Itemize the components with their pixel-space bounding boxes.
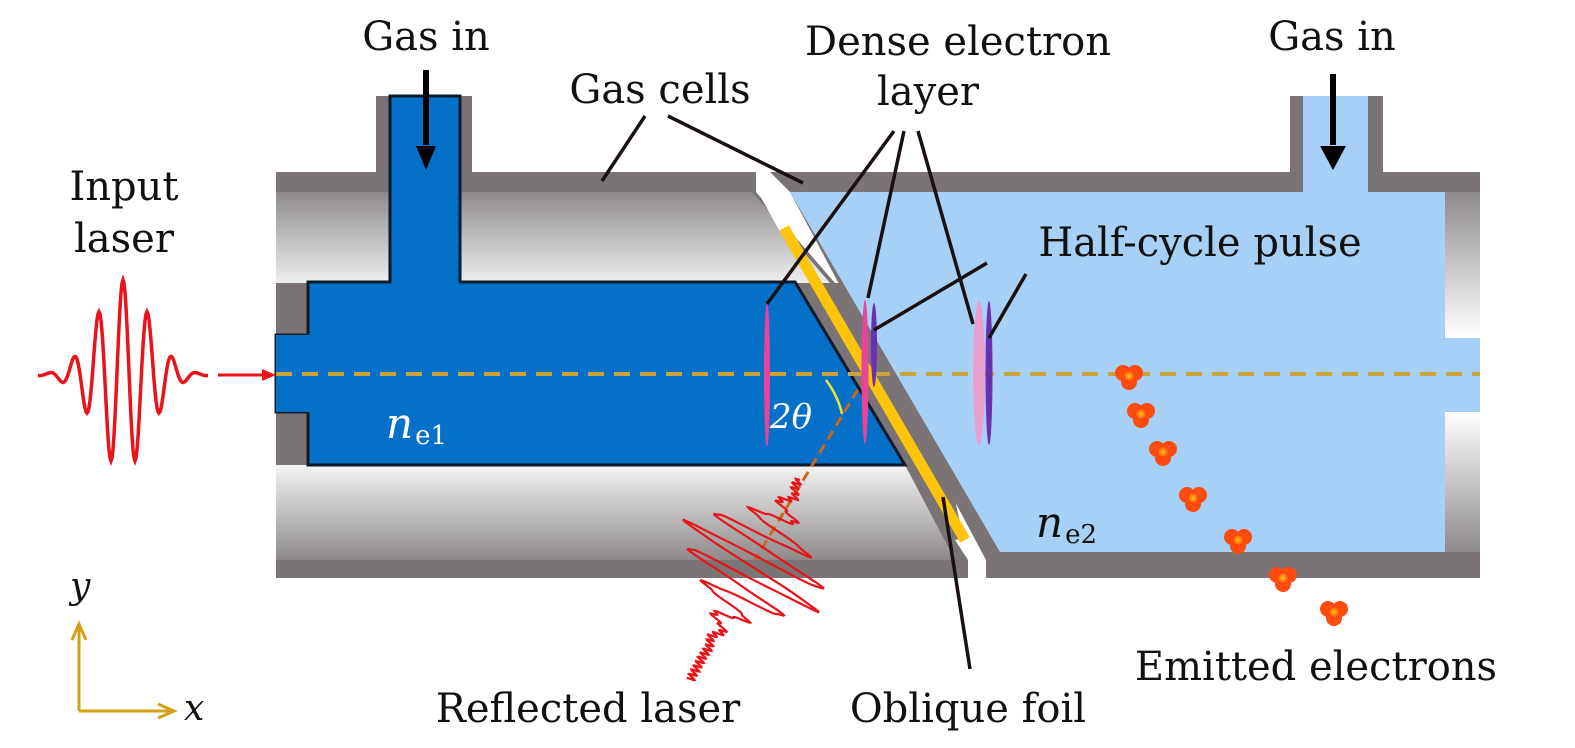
gas-in-arrow-left-head <box>416 146 436 170</box>
gas-in-arrow-right-head <box>1320 146 1346 170</box>
label-dense-electron-layer-line1: Dense electron <box>805 19 1111 65</box>
symbol-ne1-sub: e1 <box>415 421 447 451</box>
label-gas-in-right: Gas in <box>1268 14 1396 60</box>
gas-in-arrow-left <box>416 70 436 170</box>
electron-core <box>1277 572 1289 584</box>
leader-gas-cells-1 <box>600 115 647 182</box>
coordinate-axes <box>70 620 178 720</box>
leader-gas-cells-2 <box>667 114 804 185</box>
leader-lines <box>600 114 1028 670</box>
right-wall-lower <box>1445 412 1480 552</box>
emitted-electrons <box>1115 365 1348 626</box>
leader-half-cycle-1 <box>873 261 988 332</box>
electron-core <box>1157 446 1169 458</box>
x-axis-arrowhead <box>157 702 178 720</box>
gas-in-arrow-right <box>1320 74 1346 170</box>
symbol-density-ne2: ne2 <box>1036 498 1097 550</box>
label-emitted-electrons: Emitted electrons <box>1135 644 1497 690</box>
symbol-angle-2theta: 2θ <box>769 397 812 437</box>
label-dense-electron-layer-line2: layer <box>877 69 980 115</box>
plasma-region-ne2 <box>790 96 1445 552</box>
electron-core <box>1135 408 1147 420</box>
label-input-laser-line2: laser <box>74 216 175 262</box>
label-input-laser-line1: Input <box>69 164 178 210</box>
gas-cell-right <box>770 96 1480 578</box>
reflection-angle-arc <box>824 379 844 415</box>
leader-dense-layer-1 <box>765 129 896 306</box>
symbol-density-ne1: ne1 <box>386 399 447 451</box>
label-oblique-foil: Oblique foil <box>850 686 1086 732</box>
right-wall-upper <box>1445 192 1480 338</box>
symbol-axis-y: y <box>68 566 91 607</box>
dense-electron-layer-2 <box>861 300 869 444</box>
input-laser-wave <box>38 274 208 467</box>
emitted-electron <box>1127 403 1155 428</box>
emitted-electron <box>1269 567 1297 592</box>
label-half-cycle-pulse: Half-cycle pulse <box>1038 220 1361 266</box>
leader-dense-layer-2 <box>866 130 906 299</box>
dense-electron-layer-1 <box>764 303 770 447</box>
input-laser-arrowhead <box>262 369 276 381</box>
leader-dense-layer-3 <box>916 130 975 325</box>
label-gas-in-left: Gas in <box>362 14 490 60</box>
leader-oblique-foil <box>941 496 972 670</box>
label-gas-cells: Gas cells <box>569 67 750 113</box>
gas-cell-left-interior-bottom <box>276 465 955 560</box>
input-laser-pulse <box>38 274 276 467</box>
emitted-electron <box>1224 529 1252 554</box>
half-cycle-pulse-2 <box>985 301 993 445</box>
electron-core <box>1232 534 1244 546</box>
emitted-electron <box>1149 441 1177 466</box>
reflected-laser-wave <box>682 477 825 682</box>
dense-electron-layer-3 <box>973 301 985 445</box>
leader-half-cycle-2 <box>987 273 1028 339</box>
symbol-axis-x: x <box>184 688 204 729</box>
electron-core <box>1187 492 1199 504</box>
electron-core <box>1123 370 1135 382</box>
label-reflected-laser: Reflected laser <box>436 686 741 732</box>
cell-separator-gap <box>758 172 792 232</box>
symbol-ne2-base: n <box>1036 498 1063 547</box>
symbol-ne2-sub: e2 <box>1065 520 1097 550</box>
half-cycle-pulse-1 <box>871 303 877 387</box>
emitted-electron <box>1115 365 1143 390</box>
electron-core <box>1328 606 1340 618</box>
reflected-laser-pulse <box>682 375 868 682</box>
y-axis-arrowhead <box>70 620 88 641</box>
electron-layers <box>764 300 993 447</box>
cell-separator-gap-bottom <box>955 537 986 578</box>
emitted-electron <box>1179 487 1207 512</box>
emitted-electron <box>1320 601 1348 626</box>
gas-cell-left-interior-top <box>276 192 830 283</box>
symbol-ne1-base: n <box>386 399 413 448</box>
